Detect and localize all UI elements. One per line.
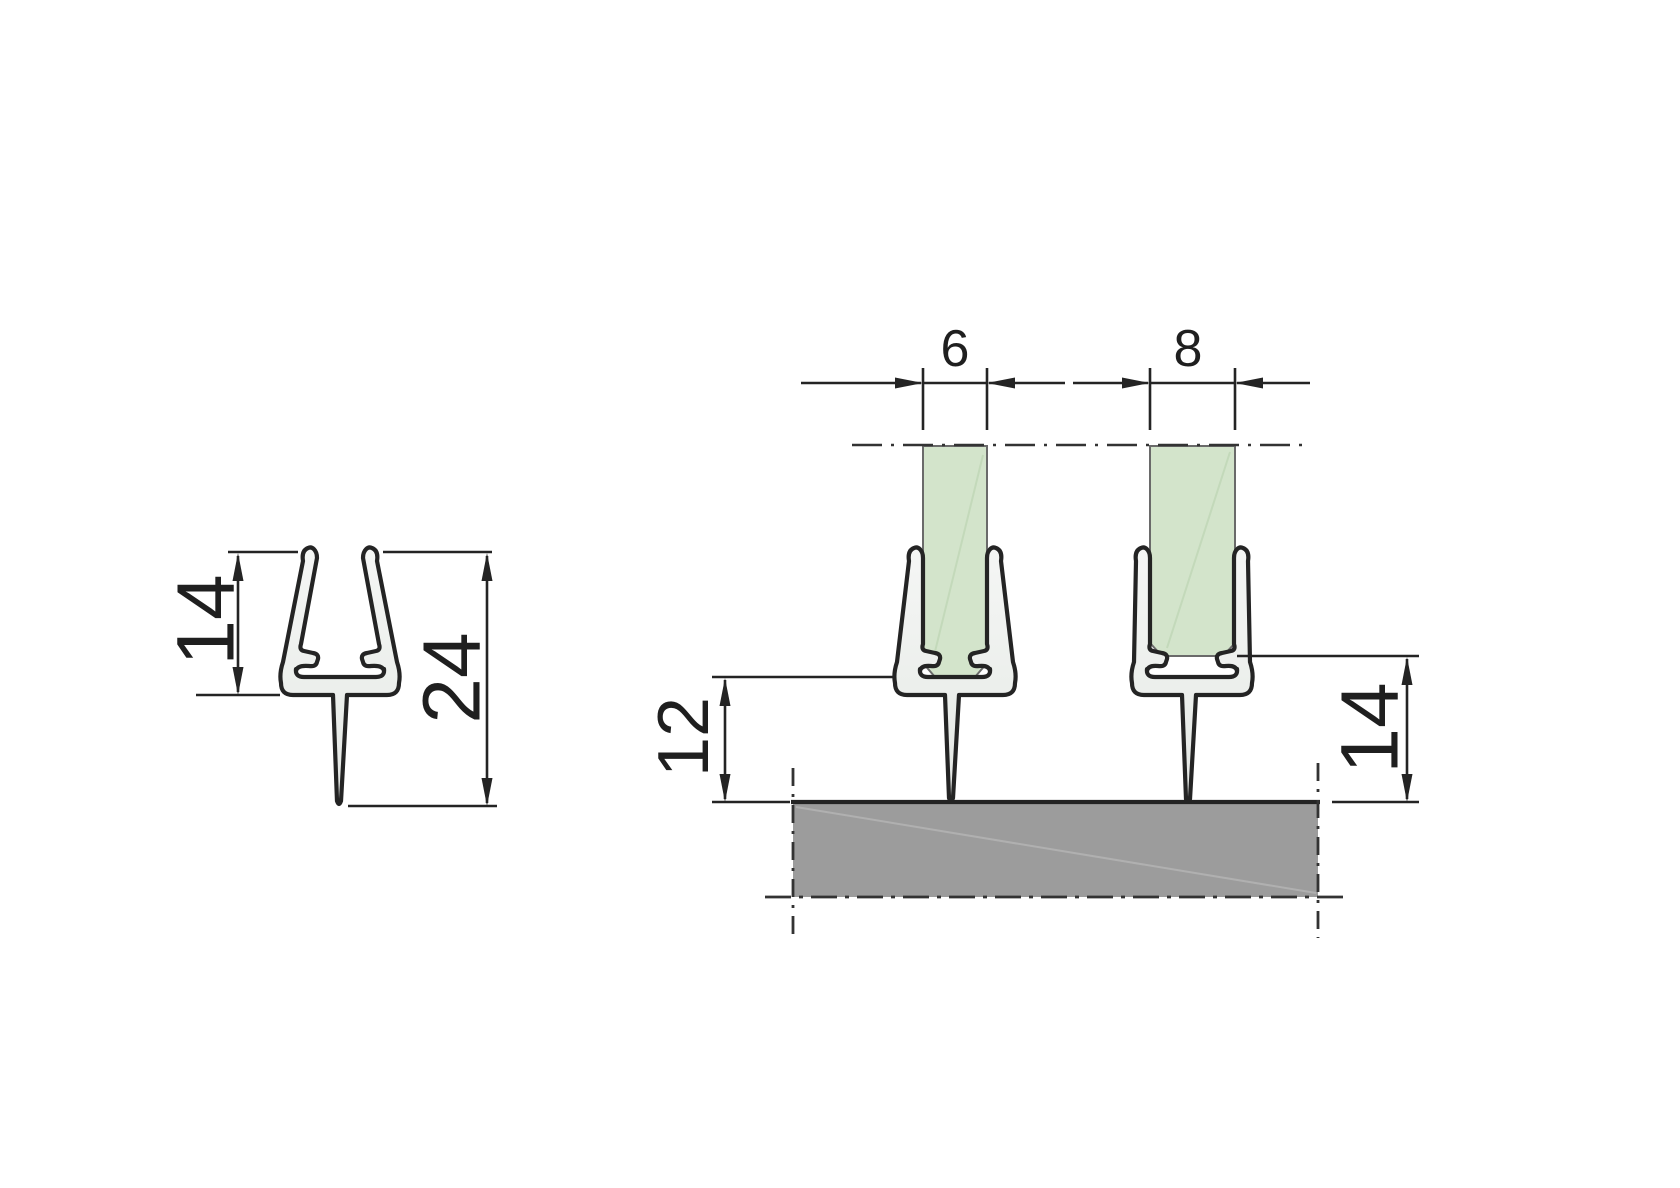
dim-label-glass-6: 6 bbox=[941, 320, 970, 378]
glass-reflection-6mm bbox=[930, 454, 984, 669]
dim-label-gap-12: 12 bbox=[644, 697, 724, 777]
arrow-left bbox=[987, 377, 1015, 389]
seal-on-8mm-glass bbox=[1129, 545, 1255, 805]
threshold-reflection bbox=[795, 806, 1317, 894]
dim-label-gap-14: 14 bbox=[1325, 682, 1416, 773]
left-profile-view: 14 24 bbox=[161, 545, 498, 808]
arrow-down bbox=[481, 778, 493, 806]
arrow-down bbox=[1401, 774, 1413, 802]
dim-label-total-height: 24 bbox=[407, 632, 498, 723]
glass-panel-8mm bbox=[1149, 445, 1236, 657]
threshold-block bbox=[765, 763, 1350, 938]
arrow-right bbox=[895, 377, 923, 389]
dim-lip-height bbox=[196, 550, 298, 697]
arrow-up bbox=[719, 678, 731, 706]
dim-glass-6 bbox=[801, 368, 1065, 430]
arrow-up bbox=[232, 553, 244, 581]
dim-label-lip-height: 14 bbox=[161, 574, 252, 665]
arrow-up bbox=[1401, 657, 1413, 685]
arrow-left bbox=[1235, 377, 1263, 389]
arrow-down bbox=[719, 774, 731, 802]
arrow-right bbox=[1122, 377, 1150, 389]
seal-profile-empty bbox=[278, 545, 402, 807]
dim-total-height bbox=[348, 550, 497, 808]
dim-gap-14 bbox=[1237, 654, 1419, 804]
seal-on-6mm-glass bbox=[892, 545, 1018, 804]
dim-glass-8 bbox=[1073, 368, 1310, 430]
arrow-up bbox=[481, 553, 493, 581]
dim-gap-12 bbox=[712, 675, 893, 804]
glass-panel-6mm bbox=[922, 445, 988, 678]
glass-reflection-8mm bbox=[1166, 451, 1231, 649]
right-assembly-view: 6 8 12 14 bbox=[644, 320, 1419, 938]
dim-label-glass-8: 8 bbox=[1174, 320, 1203, 378]
arrow-down bbox=[232, 667, 244, 695]
